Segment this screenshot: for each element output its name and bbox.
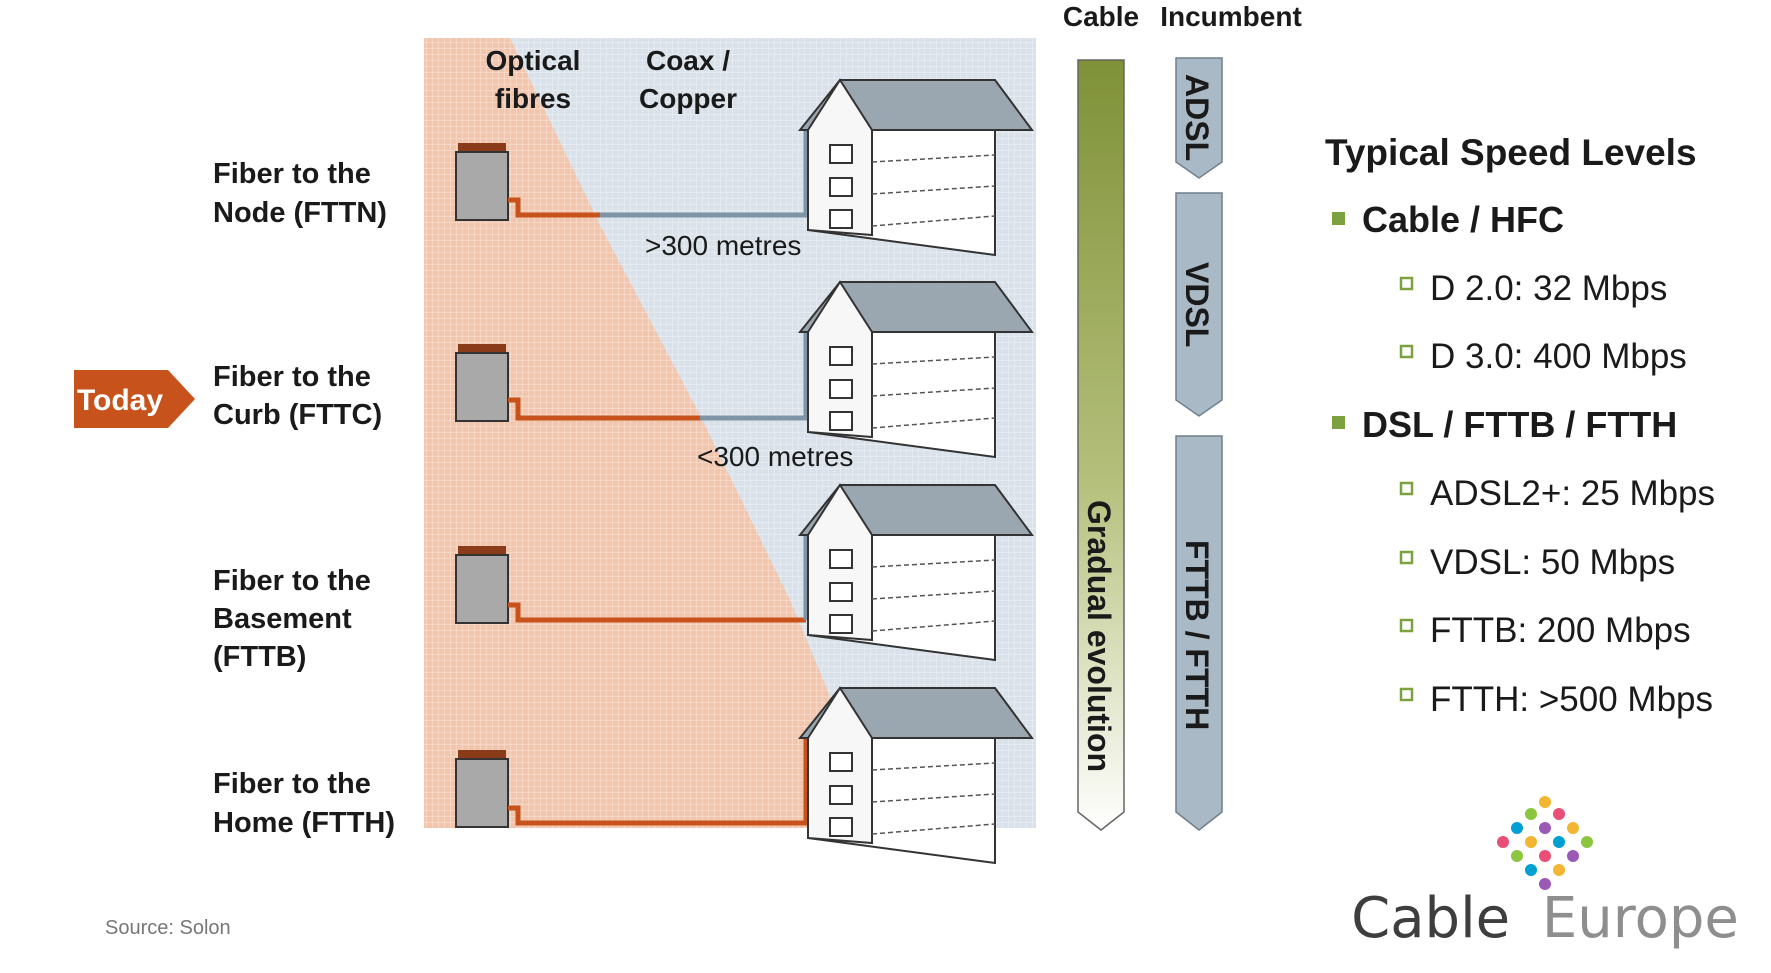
fiber-line xyxy=(508,397,700,421)
street-cabinet-icon xyxy=(455,546,509,624)
bullet-square-icon xyxy=(1399,481,1414,496)
row-label-fttc-2: Curb (FTTC) xyxy=(213,399,382,431)
coax-copper-header: Coax / xyxy=(646,45,730,76)
today-marker: Today xyxy=(74,370,195,428)
speed-item: VDSL: 50 Mbps xyxy=(1430,543,1675,582)
row-label-ftth: Fiber to the xyxy=(213,768,371,800)
today-label: Today xyxy=(77,384,163,417)
incumbent-bar-adsl: ADSL xyxy=(1179,74,1215,161)
bullet-square-icon xyxy=(1332,416,1345,429)
bullet-square-icon xyxy=(1332,212,1345,225)
speed-levels-title: Typical Speed Levels xyxy=(1325,132,1697,173)
gradual-evolution-label: Gradual evolution xyxy=(1081,500,1117,772)
speed-item: FTTH: >500 Mbps xyxy=(1430,680,1713,719)
fiber-line xyxy=(508,602,806,623)
source-note: Source: Solon xyxy=(105,917,231,939)
distance-label-curb: <300 metres xyxy=(697,441,853,472)
logo-word-europe: Europe xyxy=(1542,886,1739,951)
row-label-fttc: Fiber to the xyxy=(213,361,371,393)
fiber-line xyxy=(508,197,600,218)
cable-evolution-bar: Gradual evolution xyxy=(1077,59,1125,831)
speed-category-dsl: DSL / FTTB / FTTH xyxy=(1362,404,1677,445)
row-label-fttb: Fiber to the xyxy=(213,565,371,597)
speed-levels-panel: Typical Speed Levels Cable / HFC D 2.0: … xyxy=(1325,132,1715,719)
cable-column-header: Cable xyxy=(1063,1,1139,32)
logo-word-cable: Cable xyxy=(1351,886,1510,951)
optical-fibres-header-2: fibres xyxy=(495,83,571,114)
row-label-fttn-2: Node (FTTN) xyxy=(213,197,387,229)
row-label-fttb-2: Basement xyxy=(213,603,352,635)
coax-copper-header-2: Copper xyxy=(639,83,737,114)
bullet-square-icon xyxy=(1399,550,1414,565)
row-ftth: Fiber to the Home (FTTH) xyxy=(213,687,1033,864)
row-label-ftth-2: Home (FTTH) xyxy=(213,807,395,839)
street-cabinet-icon xyxy=(455,344,509,422)
speed-item: D 3.0: 400 Mbps xyxy=(1430,337,1687,376)
incumbent-bar-vdsl: VDSL xyxy=(1179,262,1215,347)
dots-logo-icon xyxy=(1497,796,1593,890)
optical-fibres-header: Optical xyxy=(486,45,581,76)
bullet-square-icon xyxy=(1399,618,1414,633)
speed-item: FTTB: 200 Mbps xyxy=(1430,611,1691,650)
incumbent-bars: ADSL VDSL FTTB / FTTH xyxy=(1175,57,1223,831)
row-fttc: Fiber to the Curb (FTTC) <300 metres xyxy=(213,281,1033,472)
bullet-square-icon xyxy=(1399,276,1414,291)
row-fttb: Fiber to the Basement (FTTB) xyxy=(213,484,1033,673)
incumbent-column-header: Incumbent xyxy=(1160,1,1302,32)
incumbent-bar-fttb-ftth: FTTB / FTTH xyxy=(1179,540,1215,730)
row-label-fttn: Fiber to the xyxy=(213,158,371,190)
logo-text: Cable Europe xyxy=(1351,886,1739,951)
row-label-fttb-3: (FTTB) xyxy=(213,641,306,673)
distance-label-node: >300 metres xyxy=(645,230,801,261)
row-fttn: Fiber to the Node (FTTN) >300 metres xyxy=(213,79,1033,261)
bullet-square-icon xyxy=(1399,687,1414,702)
street-cabinet-icon xyxy=(455,750,509,828)
speed-category-cable: Cable / HFC xyxy=(1362,199,1564,240)
speed-item: ADSL2+: 25 Mbps xyxy=(1430,474,1715,513)
speed-item: D 2.0: 32 Mbps xyxy=(1430,269,1667,308)
column-headers: Optical fibres Coax / Copper Cable Incum… xyxy=(486,1,1302,114)
cable-europe-logo: Cable Europe xyxy=(1351,796,1739,951)
bullet-square-icon xyxy=(1399,344,1414,359)
street-cabinet-icon xyxy=(455,143,509,221)
